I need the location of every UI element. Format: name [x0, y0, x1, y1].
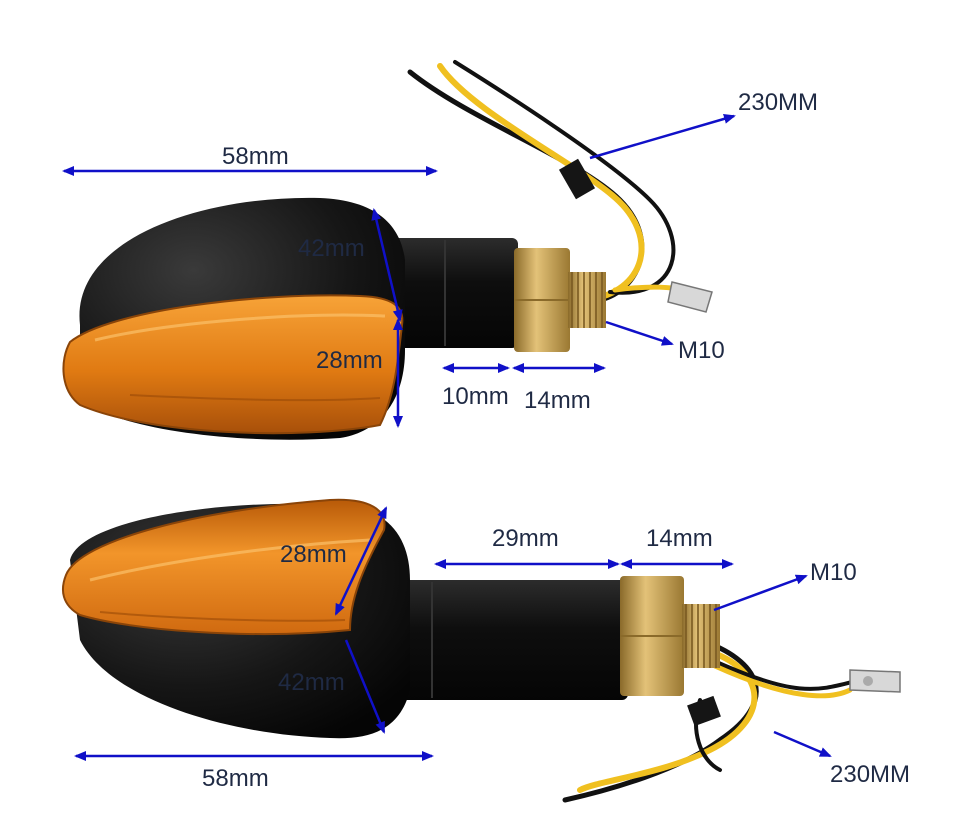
top-stem-tube — [392, 238, 518, 348]
top-turn-signal — [62, 60, 713, 440]
dimension-labels: 58mm 42mm 28mm 10mm 14mm M10 230MM 28mm … — [202, 89, 910, 792]
bottom-height-label: 42mm — [278, 669, 345, 696]
bottom-connector — [849, 669, 901, 693]
top-wires — [407, 60, 692, 303]
top-height-arrow — [371, 208, 403, 322]
top-thread-label: 14mm — [524, 387, 591, 414]
bottom-cable-label: 230MM — [830, 761, 910, 788]
top-cable-label: 230MM — [738, 89, 818, 116]
bottom-m10-label: M10 — [810, 559, 857, 586]
bottom-stem-label: 29mm — [492, 525, 559, 552]
top-connector — [667, 281, 713, 313]
bottom-width-label: 58mm — [202, 765, 269, 792]
top-lens-height-label: 28mm — [316, 347, 383, 374]
top-cable-arrow — [589, 114, 736, 160]
bottom-thread — [682, 604, 720, 668]
bottom-lens-height-label: 28mm — [280, 541, 347, 568]
top-m10-label: M10 — [678, 337, 725, 364]
bottom-cable-arrow — [773, 730, 832, 758]
top-thread — [568, 272, 606, 328]
bottom-m10-arrow — [713, 574, 808, 612]
bottom-wires — [562, 637, 862, 803]
bottom-height-arrow-upper — [334, 506, 388, 616]
dimension-arrows — [62, 114, 832, 761]
bottom-turn-signal — [62, 498, 901, 803]
bottom-thread-label: 14mm — [646, 525, 713, 552]
top-stem-label: 10mm — [442, 383, 509, 410]
top-height-label: 42mm — [298, 235, 365, 262]
top-m10-arrow — [605, 320, 674, 346]
top-width-label: 58mm — [222, 143, 289, 170]
bottom-stem-tube — [400, 580, 628, 700]
bottom-height-arrow-lower — [344, 639, 386, 734]
